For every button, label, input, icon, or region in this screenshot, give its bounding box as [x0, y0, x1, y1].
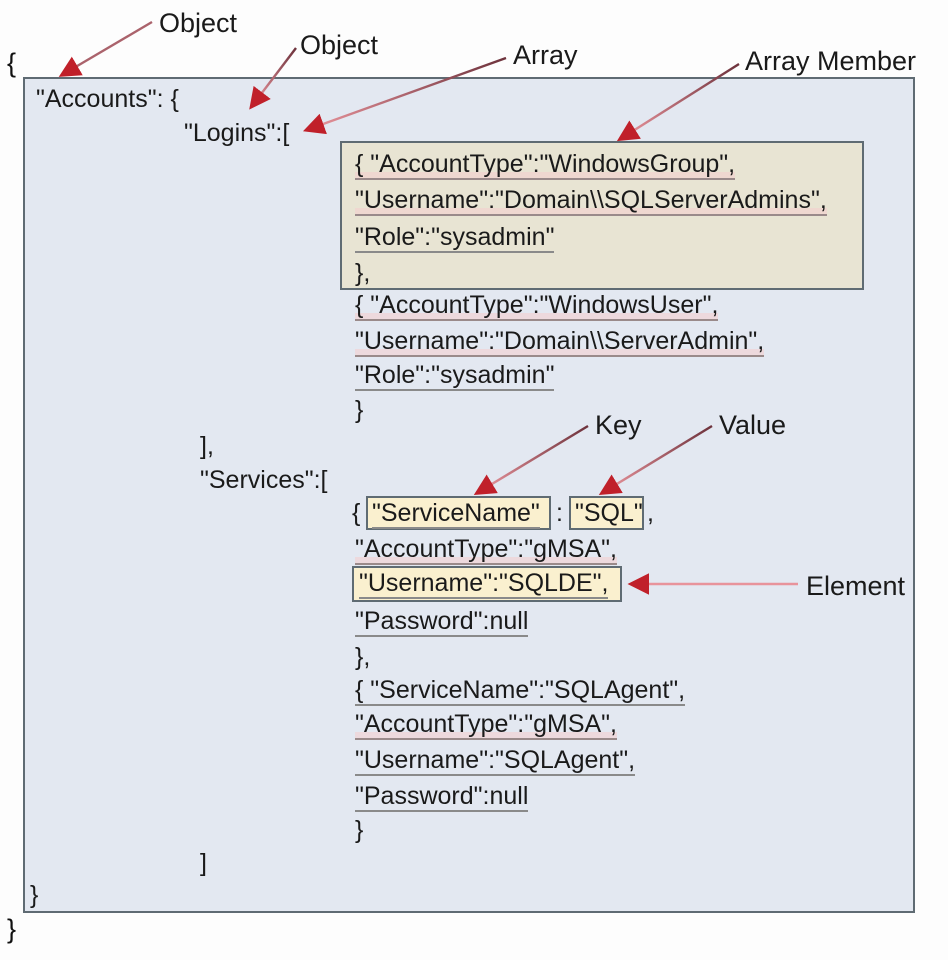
code-line-login2-role: "Role":"sysadmin" [355, 361, 555, 391]
code-svc1-accounttype: "AccountType":"gMSA", [355, 535, 617, 565]
code-line-accounts: "Accounts": { [36, 85, 179, 113]
code-line-login1-username: "Username":"Domain\\SQLServerAdmins", [355, 186, 827, 216]
label-element: Element [806, 571, 906, 601]
outer-open-brace: { [7, 48, 17, 78]
code-accounts-close: } [30, 881, 39, 909]
code-line-login1-role: "Role":"sysadmin" [355, 223, 555, 253]
code-line-login1-accounttype: { "AccountType":"WindowsGroup", [355, 150, 736, 180]
code-svc1-value: "SQL" [575, 499, 643, 527]
code-svc1-key: "ServiceName" [372, 499, 540, 529]
label-array: Array [513, 40, 578, 70]
code-services-close: ] [200, 849, 207, 877]
code-line-logins: "Logins":[ [184, 119, 290, 147]
code-svc2-password: "Password":null [355, 782, 529, 812]
code-line-login2-username: "Username":"Domain\\ServerAdmin", [355, 327, 765, 357]
code-svc2-accounttype: "AccountType":"gMSA", [355, 710, 617, 740]
code-svc1-open-brace: { [352, 499, 361, 527]
value-highlight-box [569, 496, 644, 530]
code-line-services: "Services":[ [200, 466, 328, 494]
code-svc2-servicename: { "ServiceName":"SQLAgent", [355, 676, 686, 706]
code-line-login2-close: } [355, 396, 364, 424]
label-key: Key [595, 410, 642, 440]
label-value: Value [719, 410, 787, 440]
code-svc1-username: "Username":"SQLDE", [359, 569, 609, 599]
code-svc1-close: }, [355, 643, 371, 671]
code-svc2-close: } [355, 816, 364, 844]
code-svc1-colon: : [556, 499, 563, 527]
arrow-object-accounts [58, 20, 153, 77]
code-svc1-password: "Password":null [355, 607, 529, 637]
label-object-accounts: Object [159, 8, 238, 38]
label-array-member: Array Member [745, 46, 917, 76]
code-svc1-comma: , [647, 499, 654, 527]
label-object-logins: Object [300, 30, 379, 60]
outer-close-brace: } [7, 914, 17, 944]
element-highlight-box [352, 566, 622, 602]
key-highlight-box [366, 496, 551, 530]
code-line-login2-accounttype: { "AccountType":"WindowsUser", [355, 291, 719, 321]
code-line-logins-close: ], [200, 432, 214, 460]
code-line-login1-close: }, [355, 259, 371, 287]
code-svc2-username: "Username":"SQLAgent", [355, 746, 636, 776]
